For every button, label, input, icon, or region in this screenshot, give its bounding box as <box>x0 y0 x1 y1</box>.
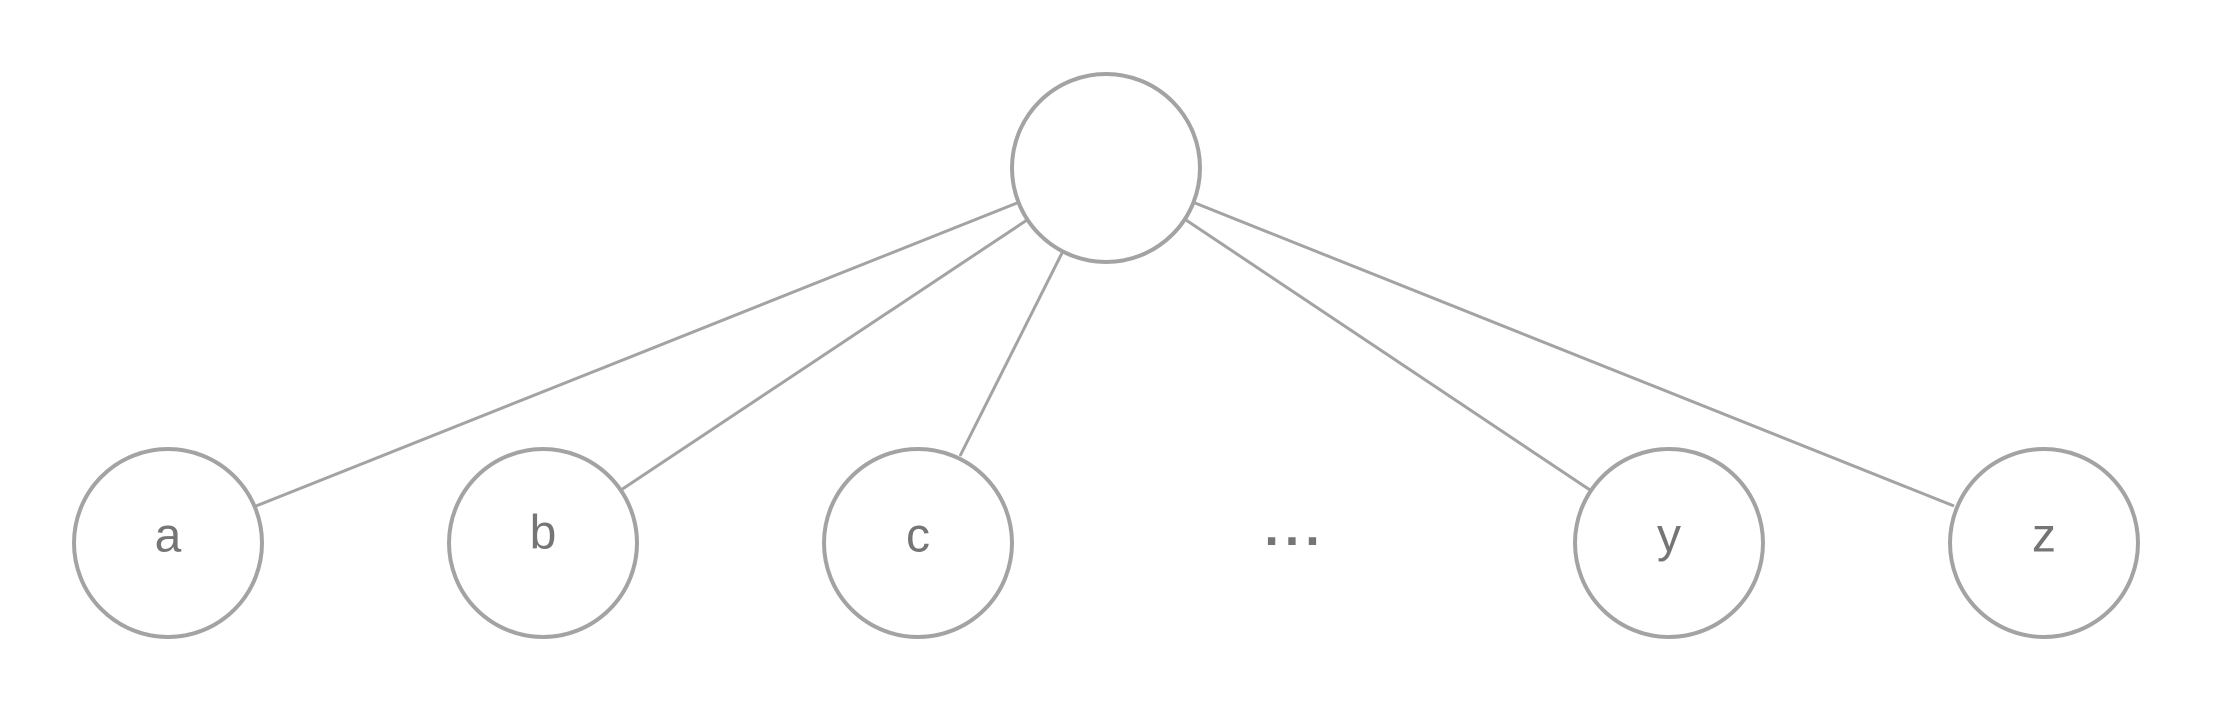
child-node-z: z <box>1948 447 2140 639</box>
ellipsis-label: ... <box>1264 499 1325 557</box>
nodes-group: a b c ... y z <box>72 72 2140 639</box>
child-node-a-label: a <box>155 510 182 563</box>
child-node-z-label: z <box>2032 510 2056 563</box>
child-node-c: c <box>822 447 1014 639</box>
edges-group <box>255 201 1955 508</box>
edge-root-to-y <box>1185 218 1591 492</box>
ellipsis-gap: ... <box>1264 499 1325 557</box>
root-node-circle <box>1010 72 1202 264</box>
child-node-y: y <box>1573 447 1765 639</box>
child-node-b-circle <box>447 447 639 639</box>
child-node-y-label: y <box>1657 510 1681 563</box>
child-node-c-label: c <box>906 510 930 563</box>
child-node-b: b <box>447 447 639 639</box>
child-node-a-circle <box>72 447 264 639</box>
edge-root-to-a <box>255 201 1018 508</box>
child-node-b-label: b <box>530 507 557 560</box>
child-node-z-circle <box>1948 447 2140 639</box>
child-node-y-circle <box>1573 447 1765 639</box>
root-node <box>1010 72 1202 264</box>
edge-root-to-z <box>1194 201 1955 508</box>
edge-root-to-c <box>958 252 1064 457</box>
child-node-c-circle <box>822 447 1014 639</box>
edge-root-to-b <box>620 218 1028 492</box>
child-node-a: a <box>72 447 264 639</box>
